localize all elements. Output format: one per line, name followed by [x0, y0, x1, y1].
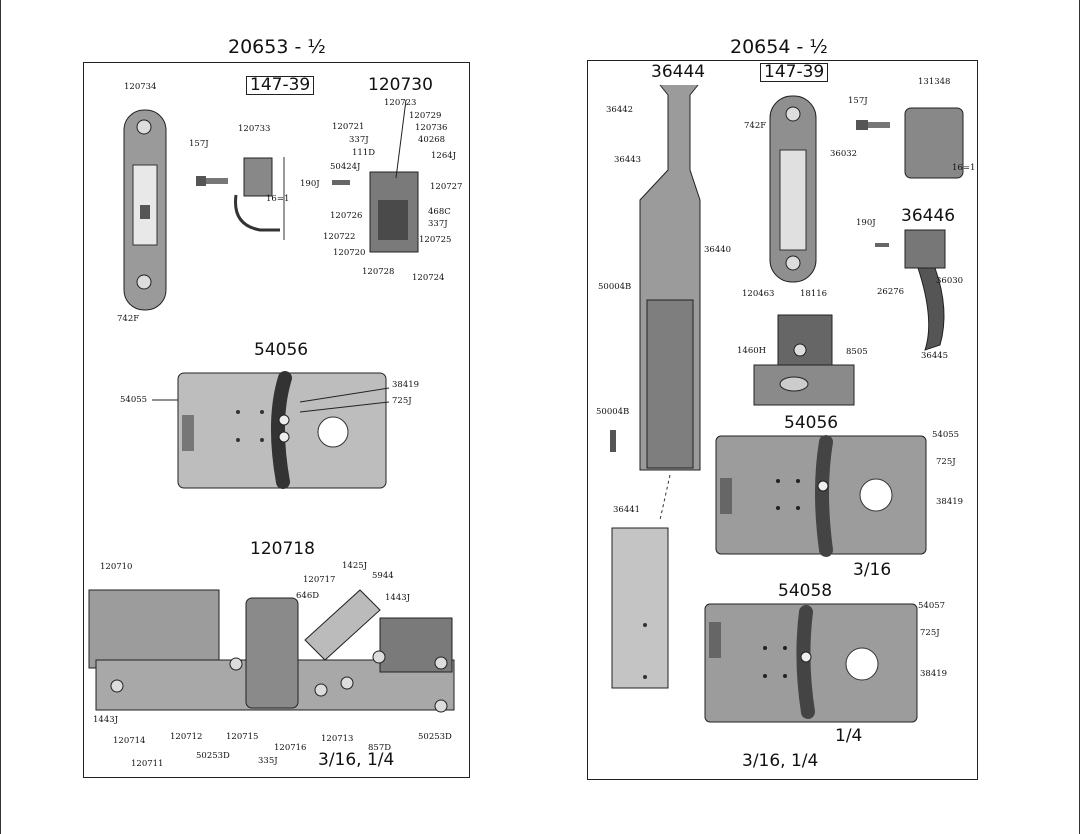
part-label: 120736 — [415, 123, 448, 133]
part-label: 120712 — [170, 732, 203, 742]
assembly-120730-drawing — [369, 99, 419, 253]
left-group-box: 147-39 — [246, 76, 315, 95]
part-label: 8505 — [846, 347, 868, 357]
part-label: 120723 — [384, 98, 417, 108]
part-label: 36443 — [614, 155, 642, 165]
part-label: 120720 — [333, 248, 366, 258]
part-label: 120714 — [113, 736, 146, 746]
part-label: 337J — [349, 135, 369, 145]
throat-plate-36032-drawing — [769, 95, 817, 283]
part-label: 120716 — [274, 743, 307, 753]
right-size-3-16: 3/16 — [853, 560, 892, 580]
part-label: 857D — [368, 743, 392, 753]
right-sizes-caption: 3/16, 1/4 — [742, 751, 819, 771]
part-label: 50253D — [196, 751, 230, 761]
part-label: 120734 — [124, 82, 157, 92]
right-group-box: 147-39 — [760, 63, 829, 82]
part-label: 190J — [856, 218, 876, 228]
part-label: 36442 — [606, 105, 634, 115]
part-label: 36030 — [936, 276, 964, 286]
right-section-54058-title: 54058 — [778, 581, 833, 601]
part-label: 120733 — [238, 124, 271, 134]
part-label: 50004B — [596, 407, 630, 417]
page-left-edge — [0, 0, 1, 834]
folder-120718-drawing — [88, 589, 455, 713]
left-assembly-120730-label: 120730 — [368, 75, 433, 95]
left-sizes-caption: 3/16, 1/4 — [318, 750, 395, 770]
right-page-title: 20654 - ½ — [730, 36, 828, 58]
part-label: 1443J — [93, 715, 119, 725]
part-label: 54055 — [120, 395, 148, 405]
part-label: 120711 — [131, 759, 164, 769]
part-label: 50253D — [418, 732, 452, 742]
right-size-1-4: 1/4 — [835, 726, 863, 746]
plate-54058-drawing — [704, 603, 918, 723]
part-label: 646D — [296, 591, 320, 601]
part-label: 120710 — [100, 562, 133, 572]
part-label: 335J — [258, 756, 278, 766]
right-plate-54056-drawing — [715, 435, 927, 557]
part-label: 50004B — [598, 282, 632, 292]
part-label: 120722 — [323, 232, 356, 242]
part-label: 742F — [744, 121, 767, 131]
part-label: 468C — [428, 207, 451, 217]
part-label: 190J — [300, 179, 320, 189]
part-label: 1264J — [431, 151, 457, 161]
part-label: 120713 — [321, 734, 354, 744]
part-label: 1443J — [385, 593, 411, 603]
throat-plate-drawing — [123, 109, 167, 311]
left-section-120718-title: 120718 — [250, 539, 315, 559]
part-label: 120728 — [362, 267, 395, 277]
plate-54056-drawing — [152, 371, 390, 489]
part-label: 120726 — [330, 211, 363, 221]
part-label: 5944 — [372, 571, 394, 581]
part-label: 36445 — [921, 351, 949, 361]
part-label: 111D — [352, 148, 376, 158]
part-label: 1425J — [342, 561, 368, 571]
part-label: 38419 — [920, 669, 948, 679]
part-label: 54057 — [918, 601, 946, 611]
part-label: 40268 — [418, 135, 446, 145]
right-section-54056-title: 54056 — [784, 413, 839, 433]
part-label: 120715 — [226, 732, 259, 742]
part-label: 16=1 — [952, 163, 976, 173]
presser-foot-drawing — [753, 314, 855, 406]
part-label: 725J — [920, 628, 940, 638]
part-label: 54055 — [932, 430, 960, 440]
part-label: 120724 — [412, 273, 445, 283]
part-label: 157J — [848, 96, 868, 106]
part-label: 120729 — [409, 111, 442, 121]
part-label: 18116 — [800, 289, 828, 299]
needle-guard-drawing — [234, 157, 285, 240]
part-label: 36440 — [704, 245, 732, 255]
left-section-54056-title: 54056 — [254, 340, 309, 360]
part-label: 725J — [392, 396, 412, 406]
part-label: 120463 — [742, 289, 775, 299]
part-label: 725J — [936, 457, 956, 467]
part-label: 120721 — [332, 122, 365, 132]
part-label: 131348 — [918, 77, 951, 87]
part-label: 337J — [428, 219, 448, 229]
part-label: 1460H — [737, 346, 767, 356]
part-label: 38419 — [392, 380, 420, 390]
part-label: 120727 — [430, 182, 463, 192]
right-section-36444-title: 36444 — [651, 62, 706, 82]
part-label: 742F — [117, 314, 140, 324]
part-label: 36032 — [830, 149, 858, 159]
part-label: 38419 — [936, 497, 964, 507]
part-label: 120725 — [419, 235, 452, 245]
part-label: 26276 — [877, 287, 905, 297]
part-label: 36441 — [613, 505, 641, 515]
screw-157j-drawing — [196, 176, 228, 186]
part-label: 16=1 — [266, 194, 290, 204]
right-section-36446-title: 36446 — [901, 206, 956, 226]
part-label: 50424J — [330, 162, 361, 172]
part-label: 120717 — [303, 575, 336, 585]
part-label: 157J — [189, 139, 209, 149]
left-page-title: 20653 - ½ — [228, 36, 326, 58]
folder-36444-drawing — [610, 84, 701, 689]
